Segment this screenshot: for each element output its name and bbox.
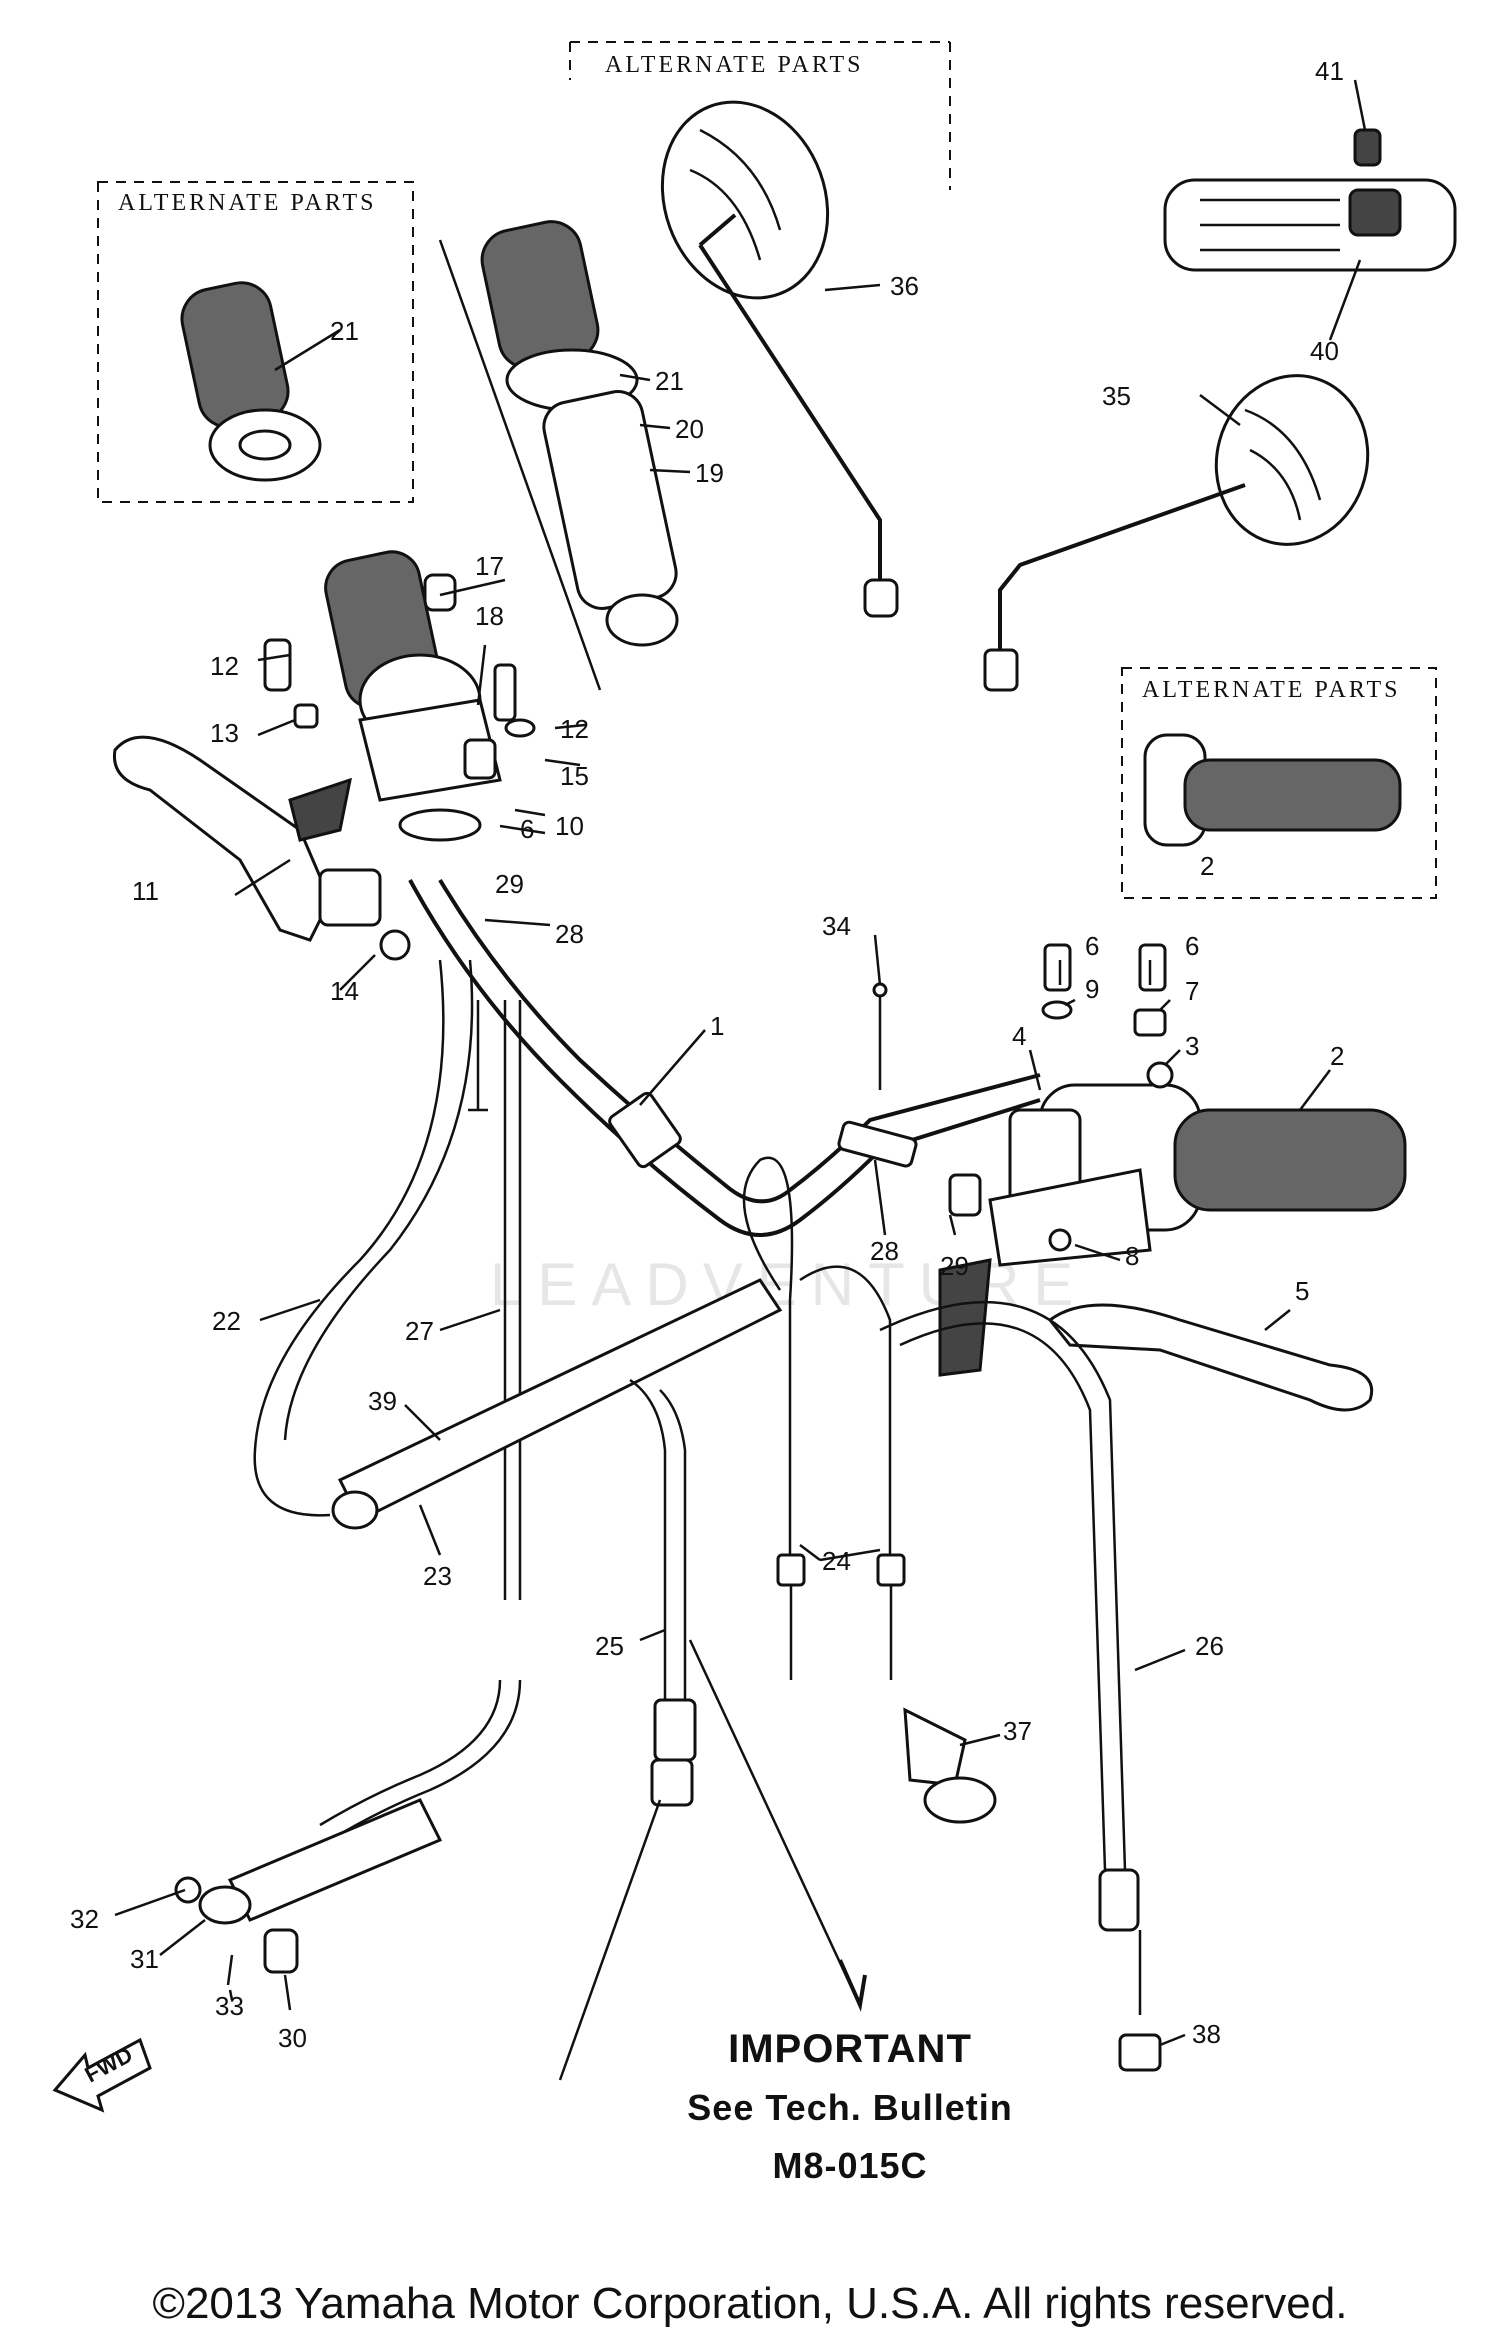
part-label-26: 26 xyxy=(1195,1631,1224,1661)
alternate-grip-2 xyxy=(1143,733,1402,847)
part-label-28-left: 28 xyxy=(555,919,584,949)
part-label-23: 23 xyxy=(423,1561,452,1591)
alternate-grip-21 xyxy=(180,281,322,482)
part-label-30: 30 xyxy=(278,2023,307,2053)
part-label-22: 22 xyxy=(212,1306,241,1336)
part-label-6-right: 6 xyxy=(1185,931,1199,961)
part-label-3: 3 xyxy=(1185,1031,1199,1061)
part-label-5: 5 xyxy=(1295,1276,1309,1306)
watermark-text: LEADVENTURE xyxy=(490,1251,1087,1318)
part-label-7: 7 xyxy=(1185,976,1199,1006)
copyright-text: ©2013 Yamaha Motor Corporation, U.S.A. A… xyxy=(153,2279,1348,2328)
important-line2: See Tech. Bulletin xyxy=(687,2087,1012,2128)
part-label-21: 21 xyxy=(655,366,684,396)
leader-lines xyxy=(114,79,1367,2047)
part-label-27: 27 xyxy=(405,1316,434,1346)
right-throttle-assembly xyxy=(837,943,1407,1412)
part-label-13: 13 xyxy=(210,718,239,748)
part-label-28-right: 28 xyxy=(870,1236,899,1266)
important-note: IMPORTANT See Tech. Bulletin M8-015C xyxy=(687,2027,1012,2186)
part-label-40: 40 xyxy=(1310,336,1339,366)
part-label-12-left: 12 xyxy=(210,651,239,681)
part-label-10: 10 xyxy=(555,811,584,841)
important-line3: M8-015C xyxy=(772,2145,927,2186)
alternate-parts-box-left: ALTERNATE PARTS xyxy=(97,181,414,503)
part-label-38: 38 xyxy=(1192,2019,1221,2049)
part-number-labels: 21 21 20 19 36 35 41 40 12 13 17 18 12 1… xyxy=(70,56,1344,2053)
part-label-11: 11 xyxy=(132,876,159,906)
part-label-20: 20 xyxy=(675,414,704,444)
handlebar xyxy=(408,878,1041,1237)
left-grip-group xyxy=(423,220,679,691)
part-label-41: 41 xyxy=(1315,56,1344,86)
part-label-4: 4 xyxy=(1012,1021,1026,1051)
part-label-36: 36 xyxy=(890,271,919,301)
alternate-parts-box-top: ALTERNATE PARTS xyxy=(569,41,951,190)
part-label-1: 1 xyxy=(710,1011,724,1041)
part-label-29-left: 29 xyxy=(495,869,524,899)
part-label-6-left: 6 xyxy=(520,814,534,844)
part-label-33: 33 xyxy=(215,1991,244,2021)
mirror-36 xyxy=(660,100,899,618)
important-title: IMPORTANT xyxy=(728,2027,972,2071)
part-label-19: 19 xyxy=(695,458,724,488)
part-label-2-alt: 2 xyxy=(1200,851,1214,881)
part-label-37: 37 xyxy=(1003,1716,1032,1746)
part-label-25: 25 xyxy=(595,1631,624,1661)
alternate-parts-label-right: ALTERNATE PARTS xyxy=(1142,677,1401,703)
left-lever-assembly xyxy=(112,550,536,961)
alternate-parts-label-top: ALTERNATE PARTS xyxy=(605,52,864,78)
part-label-17: 17 xyxy=(475,551,504,581)
mirror-35 xyxy=(983,374,1370,692)
part-label-35: 35 xyxy=(1102,381,1131,411)
part-label-39: 39 xyxy=(368,1386,397,1416)
part-label-9: 9 xyxy=(1085,974,1099,1004)
alternate-parts-label-left: ALTERNATE PARTS xyxy=(118,190,377,216)
part-label-14: 14 xyxy=(330,976,359,1006)
part-label-15: 15 xyxy=(560,761,589,791)
part-label-34: 34 xyxy=(822,911,851,941)
right-switch-assembly xyxy=(1163,128,1457,272)
part-label-31: 31 xyxy=(130,1944,159,1974)
part-label-29-right: 29 xyxy=(940,1251,969,1281)
part-label-8: 8 xyxy=(1125,1241,1139,1271)
part-label-2: 2 xyxy=(1330,1041,1344,1071)
fwd-arrow: FWD xyxy=(52,2037,152,2113)
alternate-parts-box-right: ALTERNATE PARTS xyxy=(1121,667,1437,899)
cables xyxy=(174,959,1162,2081)
part-label-12-right: 12 xyxy=(560,714,589,744)
part-label-32: 32 xyxy=(70,1904,99,1934)
part-label-21-alt: 21 xyxy=(330,316,359,346)
part-label-24: 24 xyxy=(822,1546,851,1576)
part-label-18: 18 xyxy=(475,601,504,631)
part-label-6-mid: 6 xyxy=(1085,931,1099,961)
